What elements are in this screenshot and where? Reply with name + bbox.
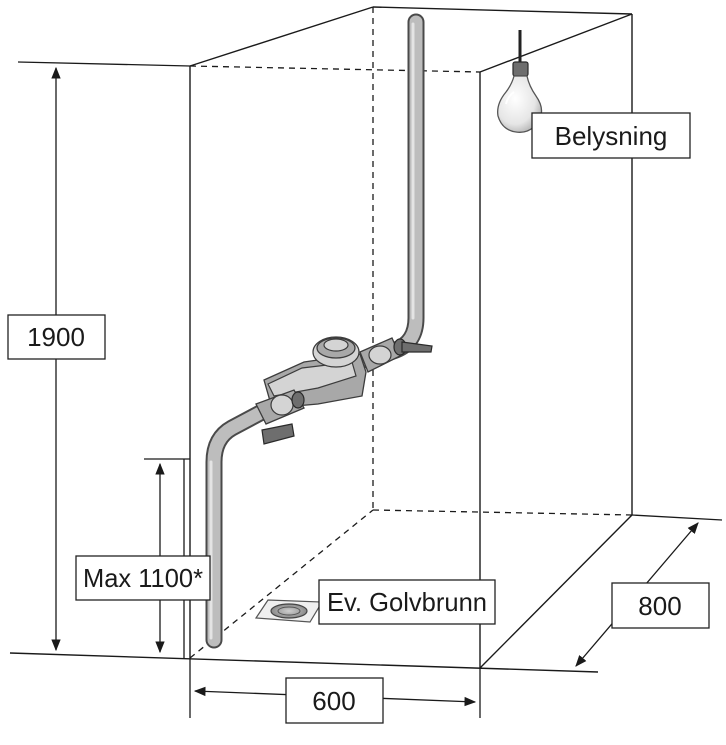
floor-back-edge-dashed (372, 509, 633, 516)
top-left-edge (189, 6, 374, 67)
label-depth: 800 (611, 582, 710, 629)
bulb-glass (497, 75, 543, 133)
left-shutoff-valve (255, 389, 305, 445)
label-max-height: Max 1100* (75, 555, 211, 601)
outlet-pipe (207, 405, 269, 647)
label-lighting: Belysning (531, 112, 691, 159)
top-front-edge-dashed (189, 65, 481, 73)
label-depth-text: 800 (638, 591, 681, 621)
floor-drain (254, 599, 324, 623)
floor-line (9, 652, 599, 673)
label-floor-drain: Ev. Golvbrunn (318, 579, 496, 625)
top-back-edge (372, 6, 633, 15)
top-right-edge (479, 13, 633, 73)
label-height: 1900 (7, 314, 106, 360)
water-pipe-assembly (205, 13, 433, 649)
light-bulb (497, 30, 543, 133)
label-floor-drain-text: Ev. Golvbrunn (327, 587, 487, 617)
bulb-socket (512, 61, 529, 77)
label-width-text: 600 (312, 686, 355, 716)
label-lighting-text: Belysning (555, 121, 668, 151)
right-shutoff-valve (359, 337, 433, 373)
supply-pipe-outline (359, 13, 425, 369)
label-width: 600 (285, 677, 384, 724)
floor-drain-icon (270, 603, 308, 619)
label-max-height-text: Max 1100* (83, 563, 203, 593)
bottom-right-edge (479, 514, 633, 669)
label-height-text: 1900 (27, 322, 85, 352)
